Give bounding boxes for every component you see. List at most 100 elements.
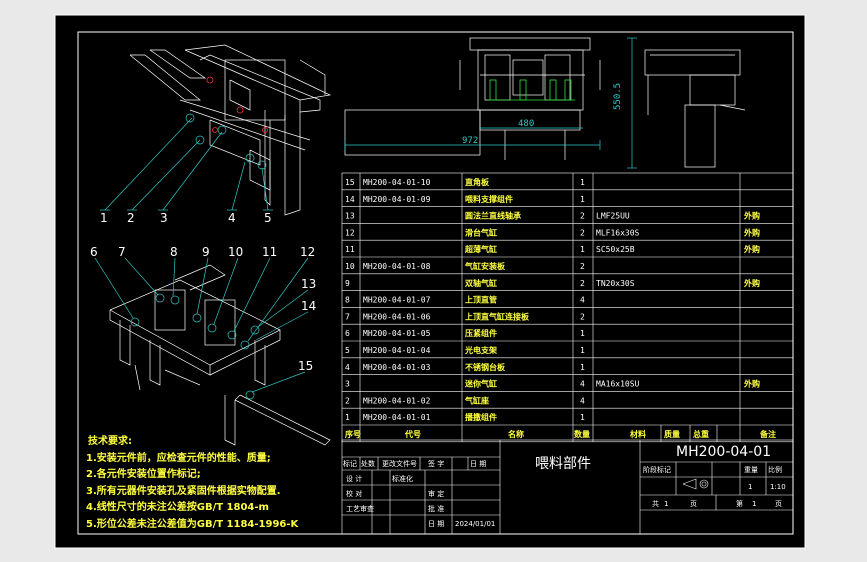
bom-row-no: 6 <box>345 329 350 338</box>
bom-header-name: 名称 <box>508 429 524 439</box>
bom-row-no: 8 <box>345 296 350 305</box>
bom-row-note: 外购 <box>744 244 760 254</box>
bom-row-code: MH200-04-01-07 <box>363 296 431 305</box>
bom-header-code: 代号 <box>404 429 421 439</box>
dim-972: 972 <box>462 136 478 146</box>
bom-row-qty: 2 <box>580 312 585 321</box>
bom-row-no: 14 <box>345 195 355 204</box>
bom-row-no: 2 <box>345 396 350 405</box>
bom-row-qty: 2 <box>580 279 585 288</box>
bom-row-note: 外购 <box>744 278 760 288</box>
bom-row-qty: 4 <box>580 296 585 305</box>
bom-row-material: TN20x30S <box>596 279 635 288</box>
dim-550: 550.5 <box>613 83 623 110</box>
tb-change-doc: 更改文件号 <box>382 459 417 468</box>
callout-13: 13 <box>301 277 316 291</box>
bom-row-qty: 2 <box>580 262 585 271</box>
bom-row-qty: 4 <box>580 396 585 405</box>
bom-row-qty: 1 <box>580 363 585 372</box>
callout-8: 8 <box>170 245 178 259</box>
tech-line-1: 1.安装元件前，应检查元件的性能、质量; <box>86 451 271 464</box>
bom-row-qty: 1 <box>580 245 585 254</box>
tb-scale-value: 1:10 <box>770 483 786 491</box>
callout-5: 5 <box>264 211 272 225</box>
bom-row-note: 外购 <box>744 211 760 221</box>
bom-row-material: LMF25UU <box>596 212 630 221</box>
bom-row-code: MH200-04-01-02 <box>363 396 431 405</box>
bom-table <box>341 172 794 443</box>
iso-view-top-red <box>206 76 268 133</box>
tb-sign: 签 字 <box>428 459 444 468</box>
bom-header-no: 序号 <box>345 429 361 439</box>
bom-row-name: 气缸座 <box>464 395 489 405</box>
callout-14: 14 <box>301 299 316 313</box>
callout-10: 10 <box>228 245 243 259</box>
tech-requirements: 技术要求: 1.安装元件前，应检查元件的性能、质量; 2.各元件安装位置作标记;… <box>86 434 300 530</box>
front-view-dims <box>344 127 601 150</box>
bom-row-no: 5 <box>345 346 350 355</box>
bom-row-qty: 1 <box>580 195 585 204</box>
tech-line-5: 5.形位公差未注公差值为GB/T 1184-1996-K <box>86 517 300 530</box>
bom-row-qty: 2 <box>580 212 585 221</box>
bom-row-code: MH200-04-01-10 <box>363 178 431 187</box>
bom-row-name: 迷你气缸 <box>464 379 497 389</box>
bom-row-code: MH200-04-01-05 <box>363 329 431 338</box>
tb-process: 工艺审查 <box>346 504 374 513</box>
bom-row-name: 双轴气缸 <box>465 278 497 288</box>
tb-design: 设 计 <box>346 474 362 483</box>
tb-weight: 重量 <box>744 466 758 474</box>
drawing-number: MH200-04-01 <box>676 444 771 460</box>
tb-total-label: 共 <box>652 499 659 508</box>
bom-row-code: MH200-04-01-09 <box>363 195 431 204</box>
side-view-dims <box>627 37 637 169</box>
iso-view-top <box>129 44 332 216</box>
bom-row-material: MA16x10SU <box>596 380 640 389</box>
tech-title: 技术要求: <box>88 434 132 447</box>
tb-count: 处数 <box>361 459 375 468</box>
callout-11: 11 <box>262 245 277 259</box>
tb-qty-value: 1 <box>748 483 752 491</box>
bom-header-note: 备注 <box>759 429 776 439</box>
bom-row-code: MH200-04-01-04 <box>363 346 431 355</box>
bom-row-note: 外购 <box>744 227 760 237</box>
bom-row-no: 1 <box>345 413 350 422</box>
bom-row-no: 4 <box>345 363 350 372</box>
bom-header-qty: 数量 <box>574 429 590 439</box>
tb-page-unit-2: 页 <box>775 500 782 508</box>
bom-row-no: 9 <box>345 279 350 288</box>
tb-scale: 比例 <box>768 465 782 474</box>
bom-row-name: 喂料支撑组件 <box>465 194 513 204</box>
bom-row-name: 气缸安装板 <box>464 261 506 271</box>
bom-row-qty: 1 <box>580 178 585 187</box>
bom-row-code: MH200-04-01-08 <box>363 262 431 271</box>
tb-sheet-num: 1 <box>752 500 756 508</box>
tb-stage-mark: 阶段标记 <box>643 465 671 474</box>
bom-row-name: 直角板 <box>465 177 490 187</box>
bom-row-no: 13 <box>345 212 355 221</box>
bom-row-no: 12 <box>345 228 355 237</box>
bom-row-code: MH200-04-01-01 <box>363 413 431 422</box>
tb-date-label: 日 期 <box>428 520 444 528</box>
tb-page-unit-1: 页 <box>690 500 697 508</box>
bom-row-name: 不锈钢台板 <box>465 362 506 372</box>
dim-480: 480 <box>518 119 534 129</box>
callout-3: 3 <box>160 211 168 225</box>
drawing-title: 喂料部件 <box>535 456 591 472</box>
bom-row-qty: 4 <box>580 380 585 389</box>
bom-row-name: 播撒组件 <box>465 412 497 422</box>
bom-row-qty: 2 <box>580 228 585 237</box>
callout-7: 7 <box>118 245 126 259</box>
callout-1: 1 <box>100 211 108 225</box>
bom-row-qty: 1 <box>580 346 585 355</box>
bom-row-name: 圆法兰直线轴承 <box>465 211 521 221</box>
callout-4: 4 <box>228 211 236 225</box>
bom-row-no: 10 <box>345 262 355 271</box>
tb-approve: 批 准 <box>428 504 444 513</box>
title-block-text: MH200-04-01 喂料部件 标记 处数 更改文件号 签 字 日 期 设 计… <box>343 444 786 528</box>
bom-row-name: 超薄气缸 <box>464 244 497 254</box>
bom-row-no: 7 <box>345 312 350 321</box>
bom-row-code: MH200-04-01-03 <box>363 363 431 372</box>
bom-row-name: 压紧组件 <box>465 328 497 338</box>
